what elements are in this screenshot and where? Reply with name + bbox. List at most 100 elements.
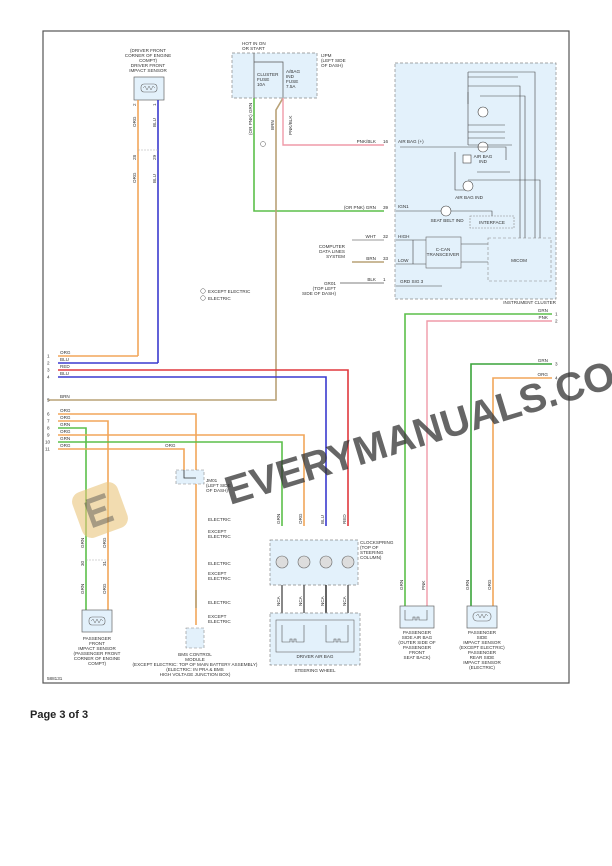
wire-label: ORG [102, 583, 107, 594]
label-line: SIDE [477, 635, 488, 640]
label: MICOM [511, 258, 527, 263]
label-line: COMPT) [88, 661, 107, 666]
pin-label: 4 [555, 376, 558, 381]
driver-front-impact-sensor: (DRIVER FRONT CORNER OF ENGINE COMPT) DR… [125, 48, 171, 101]
pin-label: 2 [47, 361, 50, 366]
wire-label: ORG [132, 172, 137, 183]
label-line: (TOP OF [360, 545, 379, 550]
wire-label: NCA [276, 595, 281, 606]
wire-label: NCA [320, 595, 325, 606]
wire-label: ORG [60, 443, 71, 448]
label-line: IMPACT SENSOR [129, 68, 167, 73]
wire-label: GRN [60, 436, 70, 441]
label-line: SYSTEM [326, 254, 345, 259]
wire-label: WHT [366, 234, 377, 239]
wire-label: RED [60, 364, 70, 369]
pin-label: 11 [45, 447, 50, 452]
wire-label: BLU [152, 118, 157, 127]
wire-label: ORG [60, 408, 71, 413]
wire-label: BRN [270, 120, 275, 130]
label-line: COLUMN) [360, 555, 382, 560]
label-line: ELECTRIC [208, 619, 231, 624]
pin-label: 3 [555, 362, 558, 367]
label: INTERFACE [479, 220, 505, 225]
wire-label: PNK/BLK [288, 115, 293, 135]
pin-label: 1 [383, 277, 386, 282]
wire-label: PNK [539, 315, 549, 320]
label-line: MODULE [185, 657, 205, 662]
pin-label: 5 [47, 398, 50, 403]
left-connector: 1 ORG 2 BLU 3 RED 4 BLU 5 BRN 6 ORG 7 OR… [45, 350, 349, 610]
wire-label: ORG [60, 350, 71, 355]
instrument-cluster: INSTRUMENT CLUSTER AIR BAG IND AIR BAG (… [394, 62, 557, 305]
ijpm-fuse-box: HOT IN ON OR START IJPM (LEFT SIDE OF DA… [231, 41, 346, 99]
wire-label: GRN [80, 584, 85, 594]
pin-label: 29 [152, 154, 157, 160]
pin-label: 4 [47, 375, 50, 380]
jm01-connector: JM01 (LEFT SIDE OF DASH) [175, 469, 231, 493]
label-line: (PASSENGER FRONT [74, 651, 121, 656]
label: ELECTRIC [208, 561, 231, 566]
label-line: IMPACT SENSOR [463, 660, 501, 665]
label-line: DRIVER FRONT [131, 63, 166, 68]
label-line: BMS CONTROL [178, 652, 212, 657]
wire-label: ORG [60, 415, 71, 420]
label-line: EXCEPT [208, 529, 227, 534]
wire-label: GRN [538, 358, 548, 363]
pin-label: 9 [47, 433, 50, 438]
wire-label: (OR PNK) GRN [344, 205, 376, 210]
pin-label: 2 [132, 103, 137, 106]
wire-label: ORG [538, 372, 549, 377]
label: INSTRUMENT CLUSTER [503, 300, 556, 305]
wire-label: ORG [60, 429, 71, 434]
wire-label: GRN [465, 580, 470, 590]
label: SEAT BELT IND [430, 218, 464, 223]
label-line: PASSENGER [83, 636, 112, 641]
wire-label: GRN [80, 538, 85, 548]
label-line: FRONT [409, 650, 425, 655]
label-line: TRANSCEIVER [427, 252, 460, 257]
wire-label: ORG [298, 513, 303, 524]
label: AIR BAG (+) [398, 139, 424, 144]
label-line: OR START [242, 46, 265, 51]
label-line: (ELECTRIC) [469, 665, 495, 670]
label-line: CLUSTER [257, 72, 279, 77]
label-line: OF DASH) [206, 488, 228, 493]
label-line: HIGH VOLTAGE JUNCTION BOX) [160, 672, 231, 677]
label-line: FUSE [257, 77, 269, 82]
wiring-diagram: (DRIVER FRONT CORNER OF ENGINE COMPT) DR… [42, 30, 612, 684]
label-line: IJPM [321, 53, 332, 58]
wire-label: GRN [60, 422, 70, 427]
wire-label: BLU [152, 174, 157, 183]
clockspring: GRN ORG BLU RED CLOCKSPRING (TOP OF STEE… [269, 513, 394, 586]
label-line: SEAT BACK) [404, 655, 431, 660]
wire-label: BLK [367, 277, 377, 282]
label-line: (LEFT SIDE [206, 483, 231, 488]
label-line: (ELECTRIC: IN PRA & BMS [166, 667, 223, 672]
label-line: FRONT [89, 641, 105, 646]
pin-label: 32 [383, 234, 389, 239]
label: GRD SIG 3 [400, 279, 424, 284]
label-line: COMPUTER [319, 244, 346, 249]
label-line: FUSE [286, 79, 298, 84]
wire-label: GRN [399, 580, 404, 590]
wire-label: ORG [102, 537, 107, 548]
label-line: (DRIVER FRONT [130, 48, 166, 53]
label-line: CORNER OF ENGINE [125, 53, 171, 58]
pin-label: 30 [80, 560, 85, 566]
wire-label: BRN [60, 394, 70, 399]
label-line: PASSENGER [403, 630, 432, 635]
label-line: (EXCEPT ELECTRIC) [459, 645, 505, 650]
pin-label: 33 [383, 256, 389, 261]
passenger-front-impact-sensor: PASSENGER FRONT IMPACT SENSOR (PASSENGER… [74, 609, 121, 666]
label-line: STEERING [360, 550, 384, 555]
wire-label: BLU [60, 357, 69, 362]
wire-label: NCA [342, 595, 347, 606]
label-line: COMPT) [139, 58, 158, 63]
label-line: IMPACT SENSOR [78, 646, 116, 651]
label-line: IND [286, 74, 295, 79]
label: ELECTRIC [208, 600, 231, 605]
legend-item: EXCEPT ELECTRIC [208, 289, 251, 294]
passenger-side-air-bag: PASSENGER SIDE AIR BAG (OUTER SIDE OF PA… [398, 605, 436, 660]
page-indicator: Page 3 of 3 [30, 709, 89, 721]
